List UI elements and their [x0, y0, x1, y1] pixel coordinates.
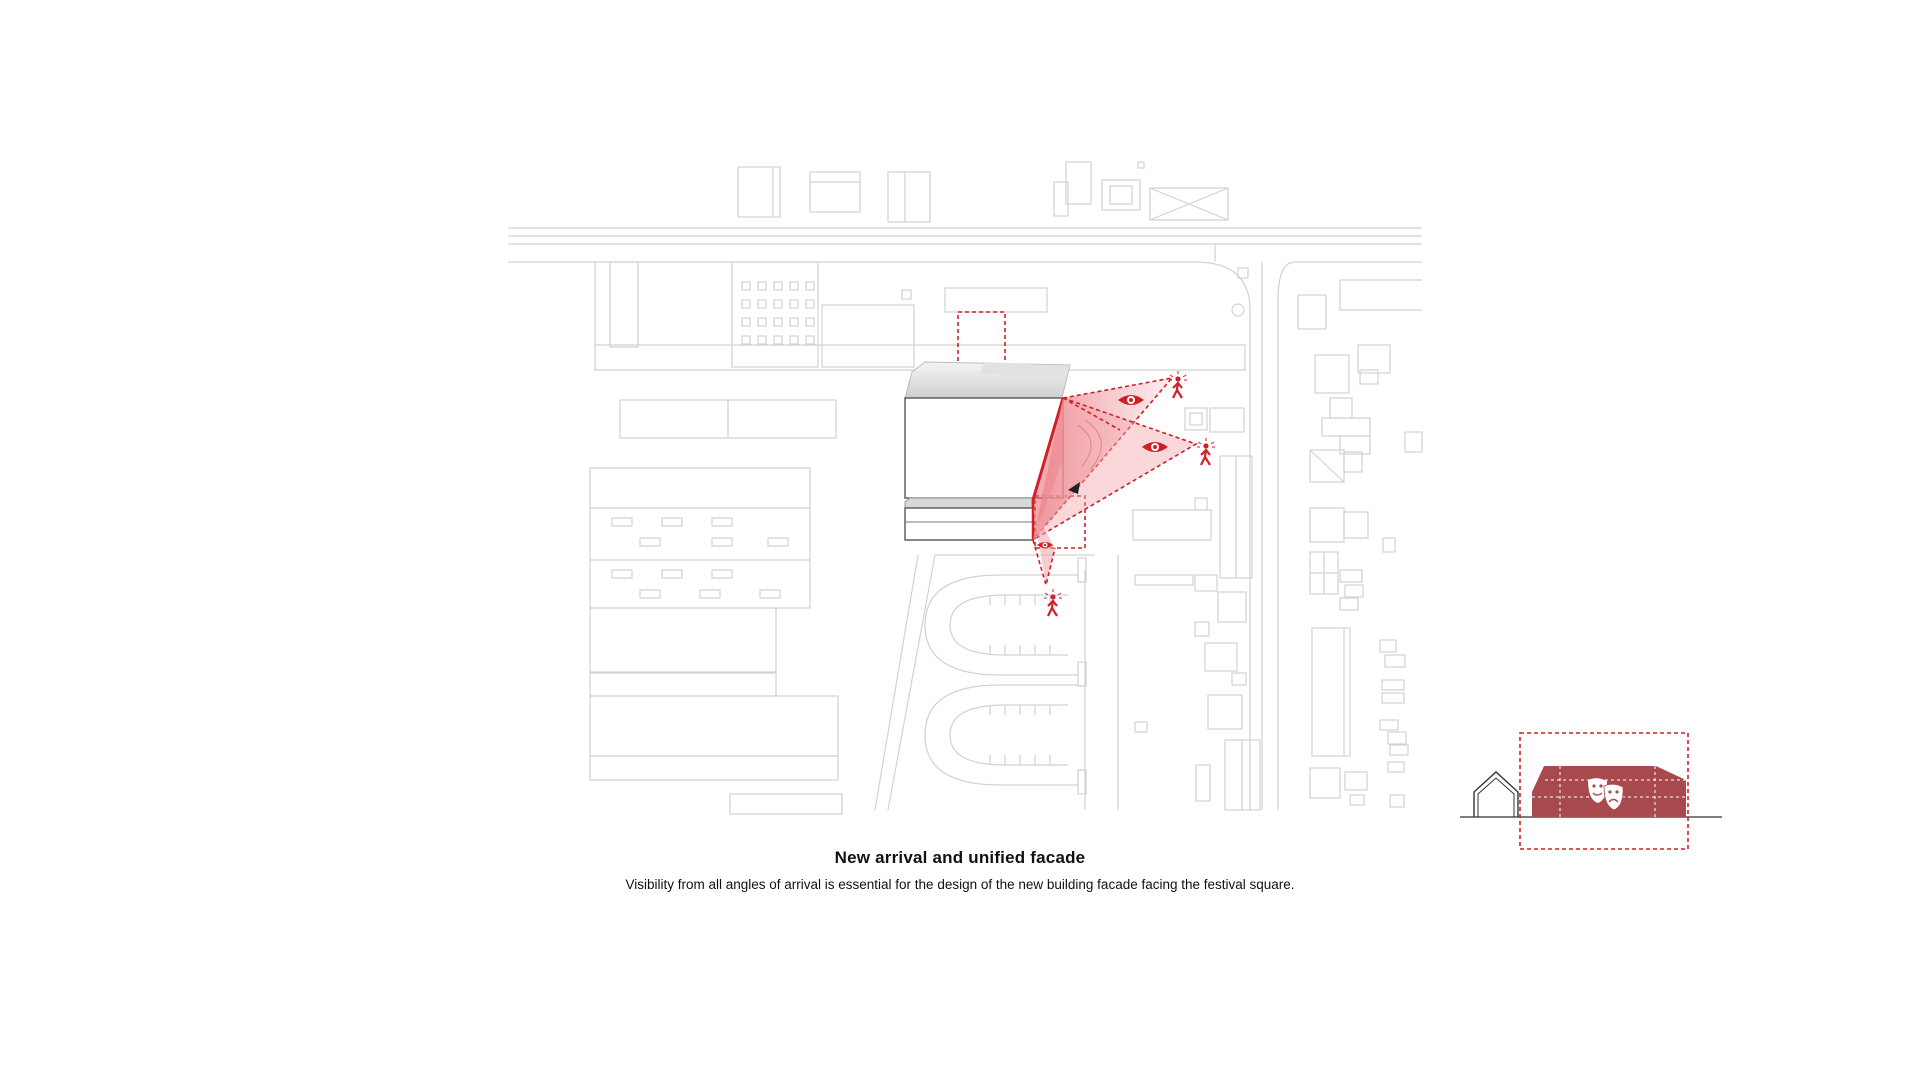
facade-highlight-frame: [1519, 732, 1689, 850]
theatre-masks-icon: [1588, 778, 1624, 811]
new-building: [904, 311, 1086, 549]
context-buildings-north: [737, 161, 1229, 223]
facade-elevation-inset: [1460, 732, 1722, 850]
annex-outline-north: [957, 311, 1006, 371]
building-main-volume: [904, 397, 1064, 499]
pedestrian-icon: [1044, 589, 1062, 617]
diagram-description: Visibility from all angles of arrival is…: [625, 877, 1295, 892]
context-buildings-east: [1132, 267, 1261, 811]
view-cones: [1031, 376, 1198, 589]
unified-facade-line: [1031, 397, 1065, 501]
building-lower-volume: [904, 507, 1034, 541]
context-roads: [508, 227, 1422, 810]
view-cone-east: [1033, 398, 1196, 540]
context-parking: [874, 554, 1119, 811]
context-buildings-far-east: [1297, 279, 1423, 808]
eye-icon: [1118, 395, 1144, 405]
diagram-title: New arrival and unified facade: [834, 848, 1086, 867]
context-buildings-west: [589, 261, 1246, 815]
pedestrian-icon: [1169, 371, 1187, 399]
neighbour-house: [1473, 771, 1519, 817]
eye-icon: [1142, 442, 1168, 452]
arrival-arrow: [1068, 482, 1080, 494]
eye-icon: [1037, 542, 1053, 548]
pedestrian-icon: [1197, 438, 1215, 466]
